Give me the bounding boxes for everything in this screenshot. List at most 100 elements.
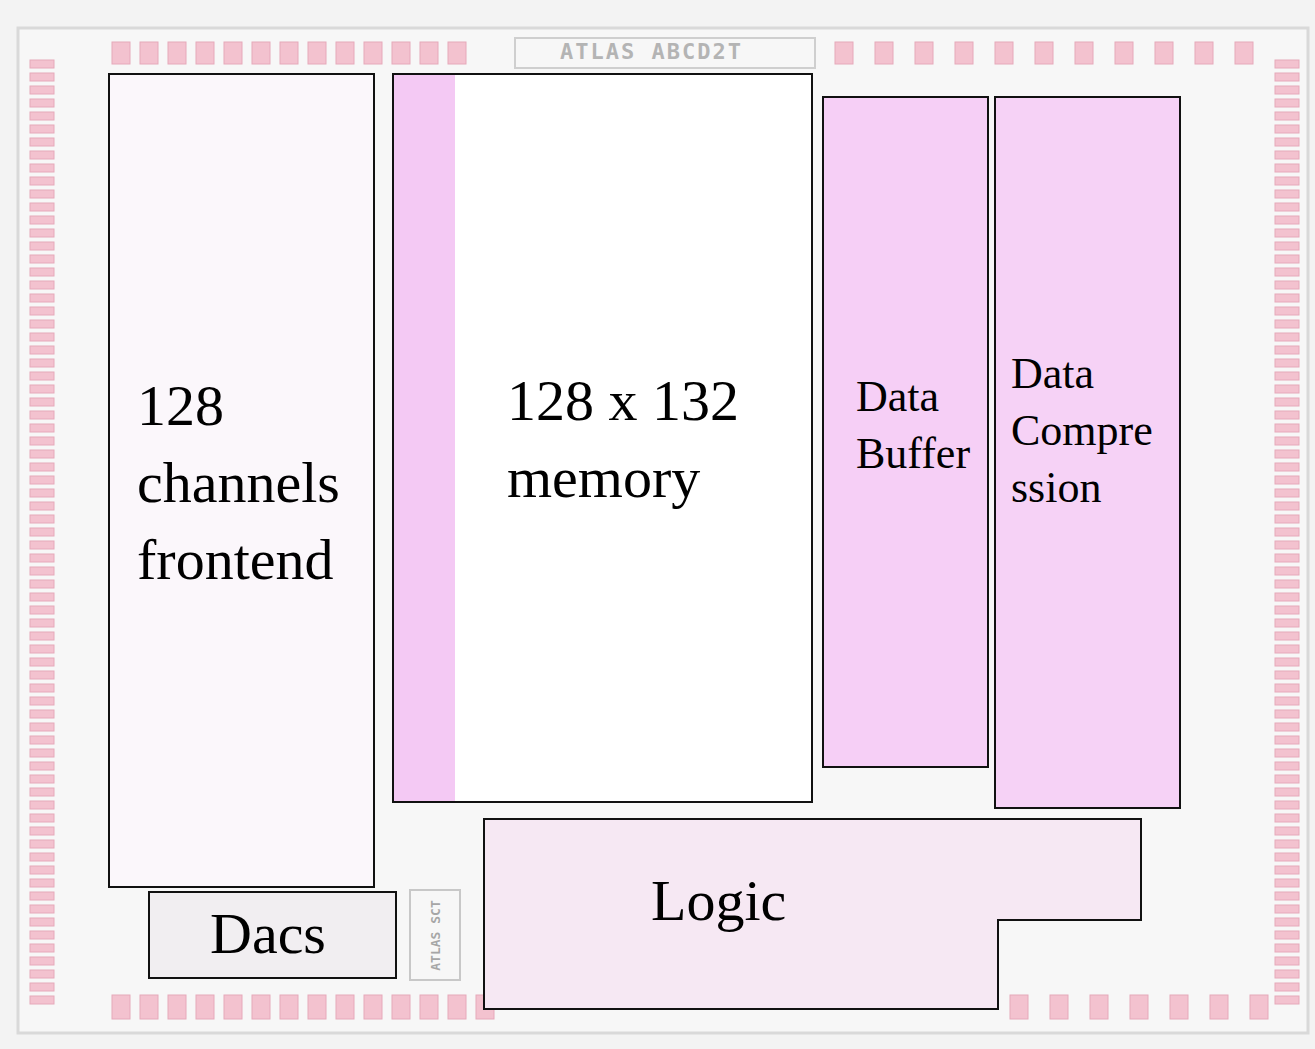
bond-pad	[30, 892, 54, 900]
bond-pad	[30, 918, 54, 926]
bond-pad	[140, 995, 158, 1019]
bond-pad	[30, 528, 54, 536]
compression-area	[996, 98, 1179, 807]
bond-pad	[30, 775, 54, 783]
bond-pad	[30, 307, 54, 315]
bond-pad	[224, 42, 242, 64]
bond-pad	[30, 320, 54, 328]
bond-pad	[30, 411, 54, 419]
bond-pad	[30, 463, 54, 471]
bond-pad	[280, 42, 298, 64]
bond-pad	[30, 658, 54, 666]
chip-outline	[18, 28, 1308, 1033]
bond-pad	[915, 42, 933, 64]
bond-pad	[30, 346, 54, 354]
bond-pad	[1275, 151, 1299, 159]
bond-pad	[1275, 801, 1299, 809]
bond-pad	[30, 749, 54, 757]
bond-pad	[1275, 502, 1299, 510]
block-label: 128 x 132 memory	[507, 362, 809, 516]
bond-pad	[1235, 42, 1253, 64]
bond-pad	[168, 995, 186, 1019]
bond-pad	[30, 814, 54, 822]
bond-pad	[196, 995, 214, 1019]
bond-pad	[1275, 996, 1299, 1004]
bond-pad	[1210, 995, 1228, 1019]
bond-pad	[1275, 827, 1299, 835]
bond-pad	[336, 995, 354, 1019]
dacs-area	[150, 893, 395, 977]
bond-pad	[1275, 619, 1299, 627]
bond-pad	[1275, 749, 1299, 757]
bond-pad	[1035, 42, 1053, 64]
logic-outline-shape	[484, 819, 1141, 1009]
bond-pad	[30, 840, 54, 848]
block-label: Dacs	[210, 899, 393, 969]
bond-pad	[1275, 944, 1299, 952]
bond-pad	[30, 151, 54, 159]
bond-pad	[30, 112, 54, 120]
bond-pad	[1275, 138, 1299, 146]
bond-pad	[30, 996, 54, 1004]
bond-pad	[30, 372, 54, 380]
bond-pad	[30, 853, 54, 861]
buffer-block: Data Buffer	[822, 96, 989, 768]
bond-pad	[30, 242, 54, 250]
bond-pad	[1275, 255, 1299, 263]
bond-pad	[1275, 736, 1299, 744]
bond-pad	[30, 489, 54, 497]
bond-pad	[1275, 463, 1299, 471]
bond-pads	[30, 42, 1299, 1019]
bond-pad	[1275, 99, 1299, 107]
bond-pad	[30, 580, 54, 588]
bond-pad	[448, 42, 466, 64]
bond-pad	[30, 866, 54, 874]
bond-pad	[30, 645, 54, 653]
bond-pad	[1275, 86, 1299, 94]
bond-pad	[1170, 995, 1188, 1019]
bond-pad	[30, 632, 54, 640]
bond-pad	[30, 671, 54, 679]
bond-pad	[280, 995, 298, 1019]
bond-pad	[1275, 788, 1299, 796]
bond-pad	[1275, 723, 1299, 731]
bond-pad	[1275, 281, 1299, 289]
bond-pad	[30, 593, 54, 601]
bond-pad	[168, 42, 186, 64]
bond-pad	[30, 281, 54, 289]
bond-pad	[30, 125, 54, 133]
bond-pad	[30, 333, 54, 341]
bond-pad	[1275, 450, 1299, 458]
bond-pad	[30, 801, 54, 809]
bond-pad	[1275, 541, 1299, 549]
block-label: Data Buffer	[856, 368, 985, 482]
bond-pad	[1275, 853, 1299, 861]
bond-pad	[1275, 190, 1299, 198]
bond-pad	[1275, 905, 1299, 913]
bond-pad	[252, 42, 270, 64]
bond-pad	[1195, 42, 1213, 64]
bond-pad	[30, 385, 54, 393]
bond-pad	[30, 437, 54, 445]
logic-block: Logic	[483, 818, 1142, 1010]
bond-pad	[30, 476, 54, 484]
bond-pad	[1275, 203, 1299, 211]
bond-pad	[112, 995, 130, 1019]
bond-pad	[1275, 892, 1299, 900]
bond-pad	[1275, 918, 1299, 926]
bond-pad	[30, 424, 54, 432]
bond-pad	[30, 99, 54, 107]
bond-pad	[1155, 42, 1173, 64]
bond-pad	[1275, 294, 1299, 302]
dac-block: Dacs	[148, 891, 397, 979]
bond-pad	[30, 944, 54, 952]
bond-pad	[1050, 995, 1068, 1019]
bond-pad	[1275, 515, 1299, 523]
bond-pad	[30, 515, 54, 523]
bond-pad	[112, 42, 130, 64]
bond-pad	[140, 42, 158, 64]
bond-pad	[1275, 125, 1299, 133]
bond-pad	[196, 42, 214, 64]
bond-pad	[1275, 658, 1299, 666]
bond-pad	[835, 42, 853, 64]
